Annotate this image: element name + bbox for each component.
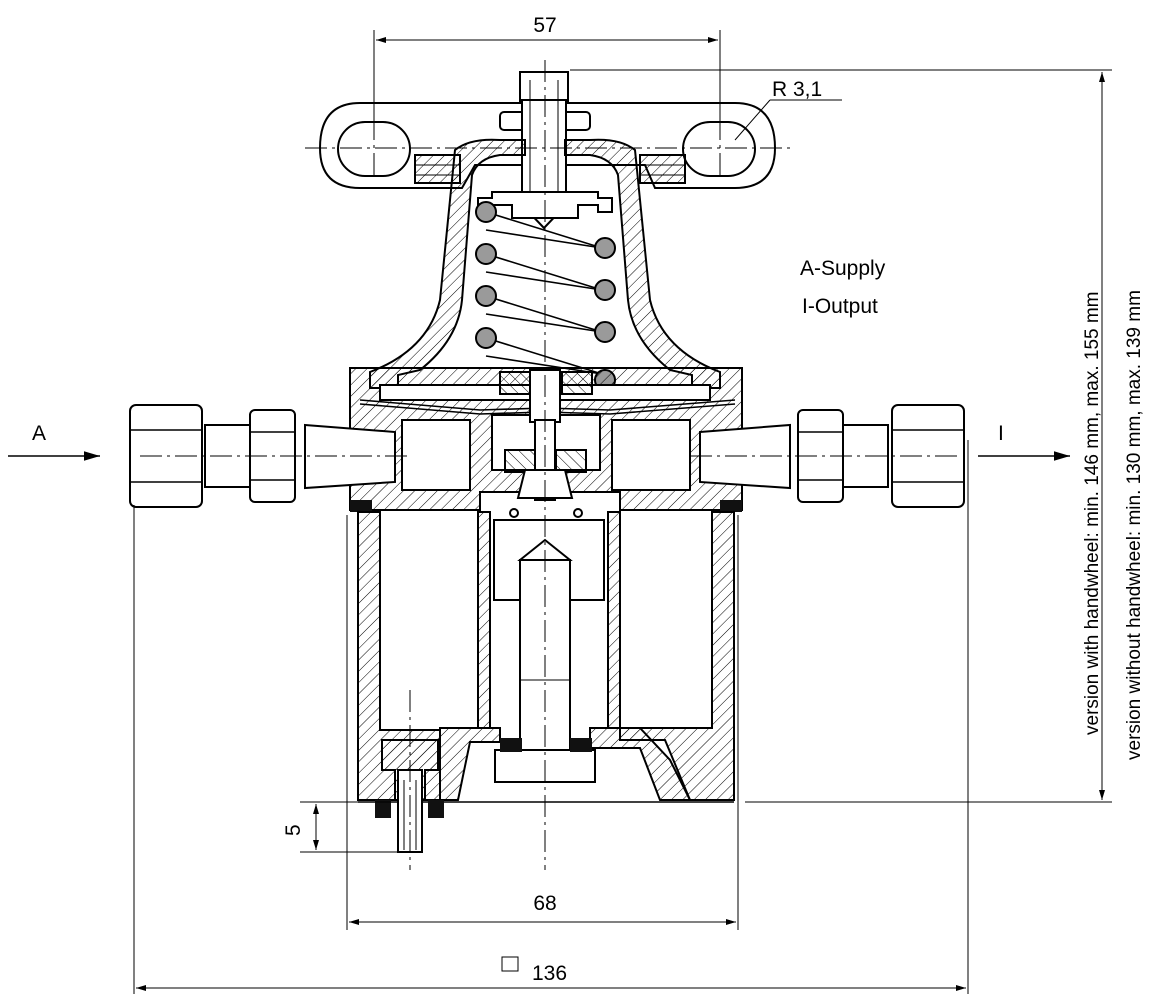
height-with-handwheel: version with handwheel: min. 146 mm, max…: [1082, 291, 1103, 735]
outlet-port-label: I: [998, 422, 1004, 445]
dimension-68: [346, 515, 739, 930]
dimension-57-label: 57: [533, 14, 556, 37]
dimension-height: [570, 69, 1112, 803]
dimension-68-label: 68: [533, 892, 556, 915]
radius-leader: [734, 99, 842, 141]
radius-label: R 3,1: [772, 78, 822, 101]
inlet-port-label: A: [32, 422, 46, 445]
dimension-136-label: 136: [532, 962, 567, 985]
height-without-handwheel: version without handwheel: min. 130 mm, …: [1124, 290, 1145, 760]
dimension-136: [133, 440, 969, 994]
square-symbol-icon: [501, 956, 519, 972]
dimension-5: [300, 801, 400, 853]
dimension-57: [373, 30, 721, 120]
legend-output: I-Output: [802, 295, 878, 318]
regulator-body: [349, 367, 743, 518]
dimension-5-label: 5: [282, 824, 305, 836]
centerlines: [140, 60, 960, 870]
legend-supply: A-Supply: [800, 257, 886, 280]
filter-bowl: [357, 511, 735, 803]
